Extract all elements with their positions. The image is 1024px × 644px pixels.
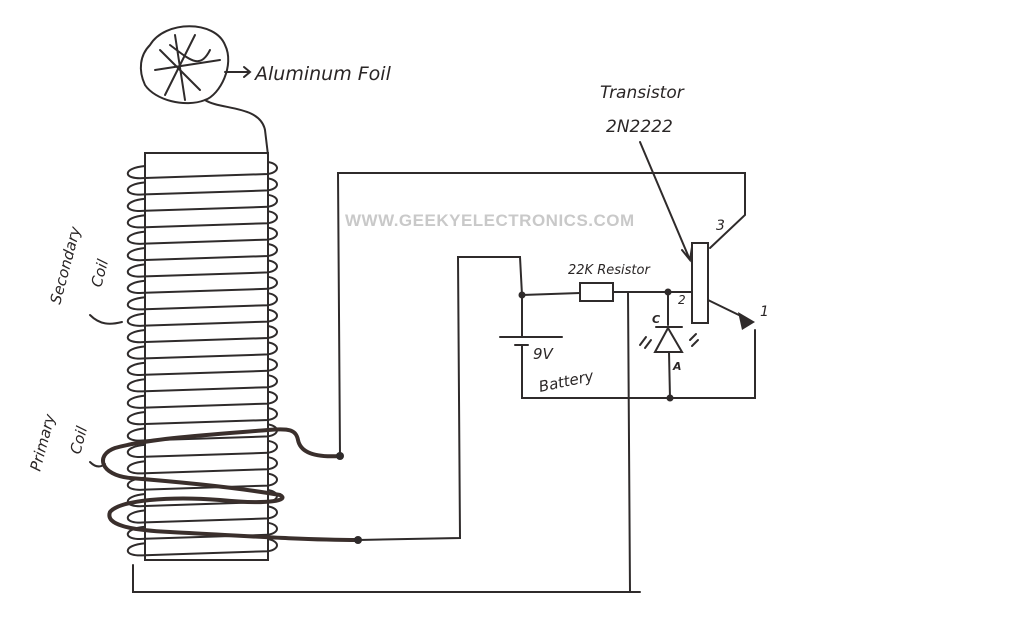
- transistor-model-label: 2N2222: [606, 117, 673, 137]
- diode-cathode-label: C: [652, 313, 660, 326]
- secondary-pointer: [89, 314, 123, 325]
- secondary-coil-label-2: Coil: [87, 257, 112, 289]
- ground-wire: [132, 291, 641, 593]
- battery-label: Battery: [537, 367, 596, 396]
- coil-former: [144, 152, 269, 561]
- battery-positive-wire: [357, 256, 523, 541]
- transistor-pointer-arrow-icon: [639, 141, 693, 263]
- transistor-symbol: [691, 242, 709, 324]
- battery-voltage-label: 9V: [533, 345, 555, 363]
- primary-coil-label-1: Primary: [26, 411, 59, 473]
- foil-label: Aluminum Foil: [253, 63, 392, 85]
- base-circuit-wire: [521, 291, 756, 399]
- foil-arrow-icon: [224, 66, 252, 78]
- pin-2-label: 2: [678, 293, 686, 307]
- collector-wire: [336, 172, 746, 457]
- battery-symbol: [499, 336, 563, 346]
- aluminum-foil-ball: [139, 25, 269, 156]
- secondary-coil-label-1: Secondary: [46, 224, 84, 306]
- pin-1-label: 1: [760, 304, 769, 320]
- diode-anode-label: A: [672, 360, 682, 373]
- primary-coil-label-2: Coil: [66, 424, 91, 456]
- secondary-coil: [126, 161, 278, 557]
- transistor-label: Transistor: [600, 83, 685, 103]
- resistor-symbol: [579, 282, 614, 302]
- emitter-arrow-icon: [738, 312, 755, 330]
- led-diode-symbol: [639, 291, 699, 399]
- watermark: WWW.GEEKYELECTRONICS.COM: [345, 211, 635, 230]
- pin-3-label: 3: [716, 218, 725, 234]
- coil-turns: [126, 161, 278, 557]
- resistor-label: 22K Resistor: [568, 263, 651, 278]
